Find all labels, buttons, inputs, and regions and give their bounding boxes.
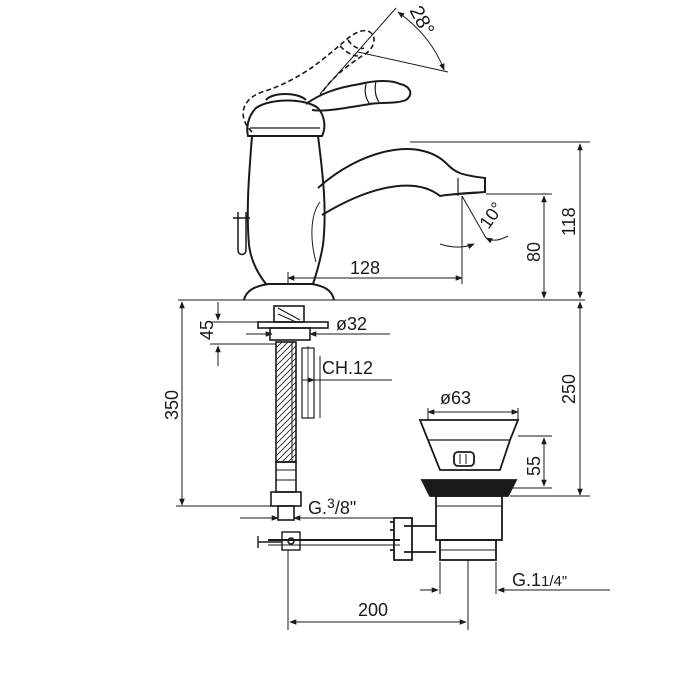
mounting-nut <box>269 327 311 341</box>
label-base-gap: 45 <box>197 320 217 340</box>
spout-outlet <box>439 178 486 197</box>
label-spout-height: 80 <box>524 242 544 262</box>
base-flange <box>243 283 335 301</box>
label-total-height: 118 <box>559 207 579 236</box>
hose-thread <box>277 505 295 521</box>
dimension-lines <box>176 7 610 630</box>
rod-clamp <box>281 531 301 551</box>
body-column <box>246 135 326 285</box>
waste-thread-prefix: G.1 <box>512 570 541 590</box>
label-hex-nut: CH.12 <box>322 358 373 378</box>
label-spout-reach: 128 <box>350 258 380 278</box>
waste-plug-slot <box>453 451 475 467</box>
spout-inner-line <box>311 201 321 263</box>
pivot-knurled-nut <box>390 517 413 561</box>
faucet-body <box>178 80 585 301</box>
hose-nut <box>270 491 302 507</box>
spout <box>317 148 486 216</box>
waste-gasket <box>420 479 518 497</box>
cap-top <box>265 93 307 101</box>
label-pull-rod-length: 200 <box>358 600 388 620</box>
threaded-shank <box>273 305 305 323</box>
label-hole-diameter: ø32 <box>336 314 367 334</box>
lever-open-position <box>242 29 375 133</box>
waste-flange <box>418 419 520 471</box>
pop-up-rod <box>233 212 250 256</box>
lever-grip-ring <box>364 80 380 105</box>
mounting-washer <box>257 321 329 329</box>
label-below-deck: 250 <box>559 374 579 404</box>
label-hose-length: 350 <box>162 390 182 420</box>
hose-ferrule <box>275 461 297 493</box>
lever-handle <box>305 80 412 112</box>
hose-thread-denominator: /8" <box>335 498 356 518</box>
label-waste-height: 55 <box>524 456 544 476</box>
hose-thread-prefix: G. <box>308 498 327 518</box>
braided-hose <box>275 341 297 463</box>
label-waste-thread: G.11/4" <box>512 570 567 590</box>
cap <box>246 99 326 137</box>
label-hose-thread: G.3/8" <box>308 495 356 518</box>
label-waste-diameter: ø63 <box>440 388 471 408</box>
under-deck-fittings <box>257 305 400 551</box>
dimension-labels: 28° 10° 128 80 118 45 ø32 CH.12 350 250 … <box>162 2 579 620</box>
label-lever-angle: 28° <box>405 2 439 39</box>
pivot-rod-housing <box>404 525 436 553</box>
pop-up-waste <box>390 419 520 561</box>
waste-thread-fraction: 1/4" <box>541 573 567 590</box>
waste-body <box>435 495 503 541</box>
hose-thread-numerator: 3 <box>327 495 335 511</box>
